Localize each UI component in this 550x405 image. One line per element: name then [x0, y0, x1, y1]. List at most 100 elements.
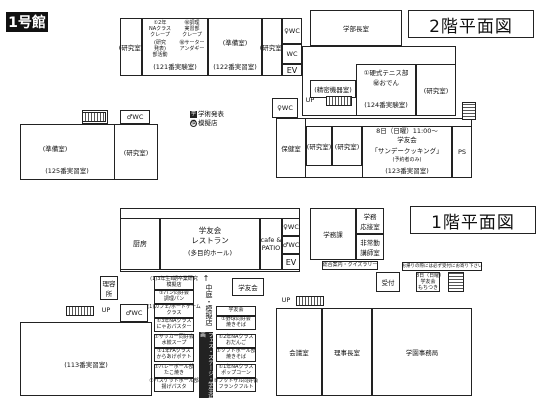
small-right-line-a: 8日（日曜）: [416, 273, 445, 279]
room-uketsuke: 受付: [376, 272, 400, 292]
room-label: (研究室): [118, 44, 144, 52]
stall-8: ①バスケットボール部 揚げパスタ: [149, 378, 199, 392]
room-123-label: (123番実習室): [385, 167, 429, 175]
room-121-stall-d: ㊙サーター アンダギー: [179, 40, 205, 52]
room-124: [356, 64, 416, 116]
banner-label: フェス・ステージ・学生企画: [199, 332, 213, 398]
stair-1f-right: [448, 272, 464, 292]
room-gakuen: 学園事務局: [372, 308, 472, 396]
room-label: 保健室: [281, 145, 301, 153]
wc-top-female: ♀WC: [282, 18, 302, 44]
floor2-title-text: 2階平面図: [429, 16, 513, 37]
wc-label: WC: [286, 50, 298, 58]
stall-3: (1)カフェ/ボードゲーム クラス: [147, 304, 201, 318]
ev-label: EV: [286, 65, 298, 75]
floor1-title-text: 1階平面図: [431, 212, 515, 233]
room-label: cafe & PATIO: [260, 236, 282, 252]
floor2-title: 2階平面図: [408, 10, 534, 38]
restaurant-line-c: (多目的ホール): [187, 249, 233, 257]
room-113-label: (113番実習室): [64, 361, 108, 369]
room-hijoukin: 非常勤 講師室: [356, 234, 384, 260]
stall-5: ①サッカー同好会 水餃スープ: [154, 334, 194, 348]
wc-label: ♀WC: [284, 27, 300, 35]
room-124-stall-a: ①硬式テニス部: [363, 69, 409, 77]
stall-label: ①バスケットボール部 揚げパスタ: [149, 378, 199, 390]
room-label: (研究室): [423, 87, 449, 95]
room-label: 厨房: [133, 240, 147, 248]
stall-label: ①バレーボール部 たこ焼き: [154, 364, 194, 376]
stall-6: ①1年FAクラス からあげポテト: [154, 348, 194, 362]
room-label: 学務 応接室: [360, 213, 380, 231]
room-label: 学園事務局: [405, 349, 439, 357]
stall-label: ①3年NAクラス にゃおパスター: [156, 318, 192, 330]
room-124-stall-b: ㊙おでん: [373, 79, 399, 87]
stall-r3: ①2年NAクラス おだんご: [216, 334, 256, 348]
stall-label: ①1年FAクラス からあげポテト: [156, 348, 192, 360]
stall-label: 学友会: [228, 307, 244, 314]
stall-r1: 学友会: [216, 306, 256, 316]
room-small-right: [416, 272, 440, 292]
ev-2f: EV: [282, 64, 302, 76]
room-label: 会議室: [289, 349, 309, 357]
notice-label: お帰りの際には必ず受付にお寄り下さい: [401, 263, 483, 269]
building-name: 1号館: [8, 15, 46, 31]
up-left-1f: UP: [101, 306, 111, 314]
room-label: 学部長室: [343, 25, 369, 33]
up-mid-1f: UP: [281, 296, 291, 304]
restaurant-line-a: 学友会: [198, 226, 222, 235]
room-gakubu-chou: 学部長室: [310, 10, 402, 46]
stall-7: ①バレーボール部 たこ焼き: [154, 364, 194, 378]
wc-label: ♂WC: [125, 309, 143, 317]
notice-tag: お帰りの際には必ず受付にお寄り下さい: [401, 262, 483, 271]
room-cafe: cafe & PATIO: [260, 218, 282, 270]
room-label: (研究室): [259, 44, 285, 52]
stair-1f-mid: [296, 296, 324, 306]
room-riyo: 理容 所: [100, 276, 118, 300]
legend-item-mogiten: 模模擬店: [190, 119, 260, 128]
wc-left-2f: ♂WC: [120, 110, 150, 124]
courtyard-arrow: ↑: [202, 274, 210, 283]
room-kenkyu-125: (研究室): [114, 124, 158, 180]
stall-label: ①フットサル同好会 フランクフルト: [213, 378, 259, 390]
room-label: 理容 所: [102, 280, 116, 298]
stall-1: (1)3年生Ⅱ期卒業研究 模擬店: [150, 276, 198, 290]
room-label: 学友会: [238, 284, 258, 292]
wc-mid-2f: ♀WC: [272, 98, 298, 118]
room-label: 受付: [381, 279, 395, 287]
room-123-line-d: (予約者のみ): [392, 157, 422, 163]
wc-label: ♂WC: [126, 113, 144, 121]
stall-r2: ①野球同好会 焼きそば: [216, 316, 256, 330]
stall-label: (1)3年生Ⅱ期卒業研究 模擬店: [150, 276, 198, 288]
room-121-stall-a: ①2年 NAクラス クレープ: [148, 20, 172, 38]
stall-label: ①2年NAクラス おだんご: [218, 334, 254, 346]
wc-top-2: WC: [282, 44, 302, 64]
gakuyukai-small: 学友会: [232, 278, 264, 296]
stair-1f-left: [66, 306, 94, 316]
room-113: [20, 322, 152, 396]
wc-left-1f: ♂WC: [120, 304, 148, 322]
room-kenkyu-b: (研究室): [259, 18, 285, 76]
wc-1f-a: ♀WC: [282, 218, 300, 236]
room-121-stall-c: (研究 発表) 部活動: [152, 40, 168, 58]
room-label: 学務課: [323, 231, 343, 239]
room-122-inner: (準備室): [222, 39, 248, 47]
room-121-label: (121番実験室): [153, 63, 197, 71]
room-chubou: 厨房: [120, 218, 160, 270]
stall-r4: ①ソフトボール部 焼きそば: [216, 348, 256, 362]
room-125-label: (125番実習室): [45, 167, 89, 175]
up-label-2f: UP: [305, 96, 315, 104]
room-kaigi: 会議室: [276, 308, 322, 396]
room-label: (研究室): [334, 143, 360, 151]
ev-1f: EV: [282, 254, 300, 270]
stall-4: ①3年NAクラス にゃおパスター: [154, 318, 194, 332]
stall-label: ①ソフトボール部 焼きそば: [216, 348, 256, 360]
room-122-label: (122番実習室): [213, 63, 257, 71]
legend-2f: 学学術発表 模模擬店: [190, 110, 260, 128]
small-right-line-b: 学友会: [420, 279, 436, 285]
room-kenkyu-c: (研究室): [416, 64, 456, 116]
building-label: 1号館: [6, 12, 48, 32]
room-riji: 理事長室: [322, 308, 372, 396]
room-ps: PS: [452, 126, 472, 178]
room-label: 非常勤 講師室: [360, 239, 380, 257]
